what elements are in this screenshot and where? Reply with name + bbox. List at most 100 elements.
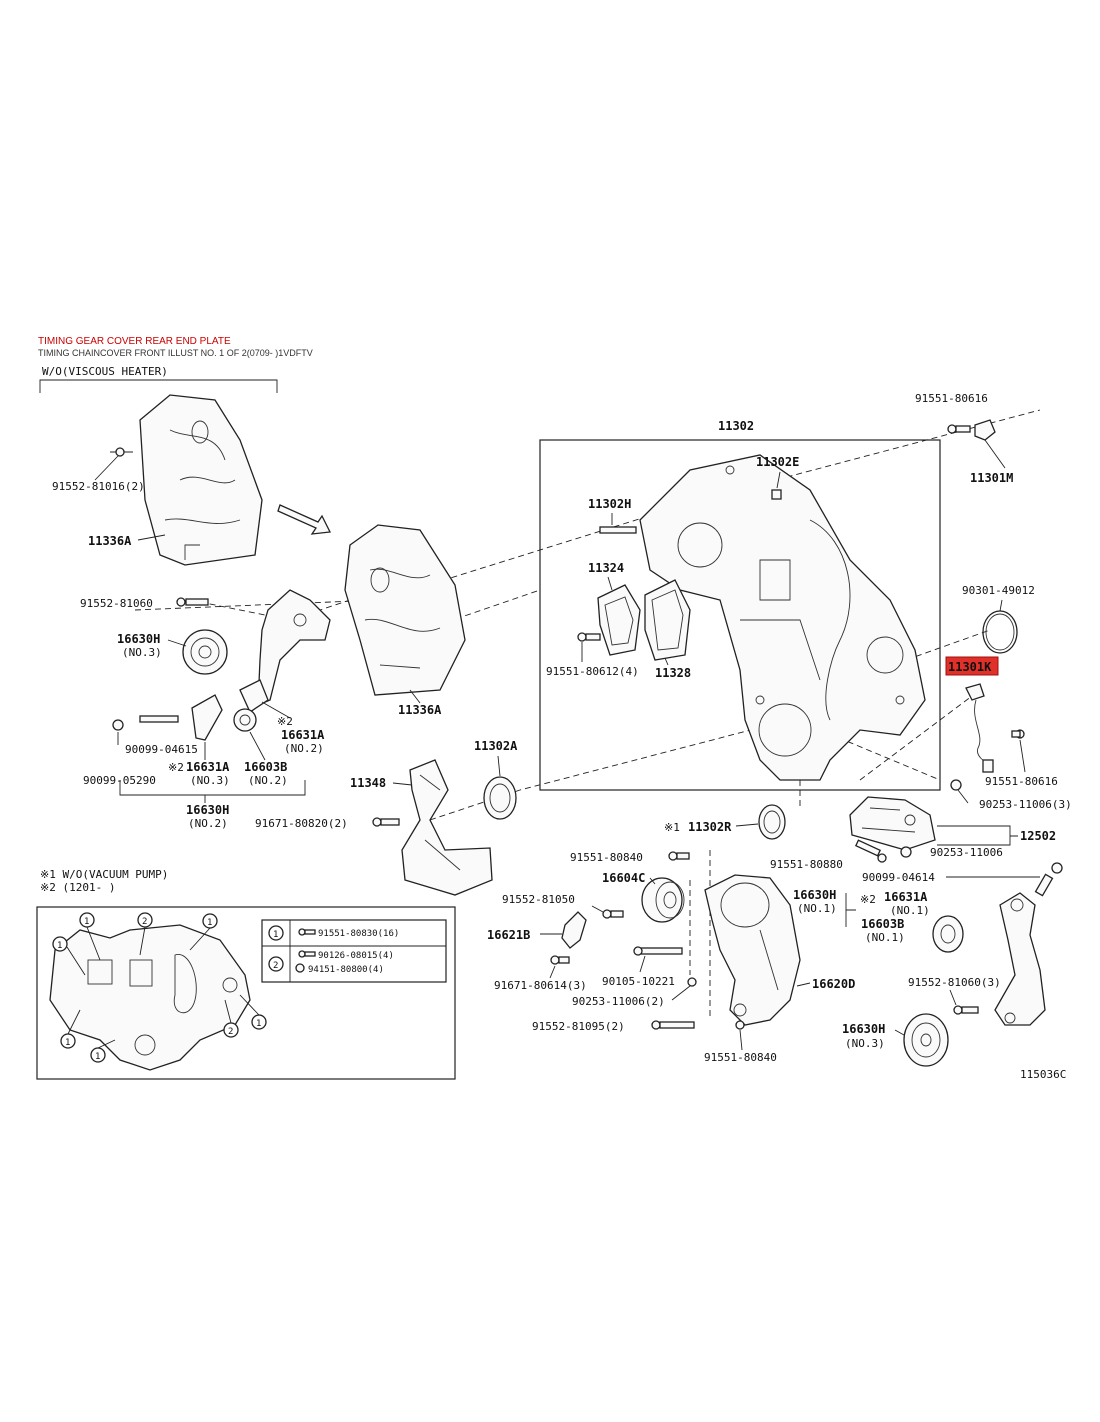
leader [776, 471, 781, 489]
sensor-11301M [974, 419, 996, 441]
leader [591, 905, 604, 913]
part-16620D: 16620D [812, 977, 855, 991]
figure-id: 115036C [1020, 1068, 1066, 1081]
part-11302E: 11302E [756, 455, 799, 469]
part-11302R: 11302R [688, 820, 732, 834]
gasket-icon [950, 779, 962, 791]
part-11302H: 11302H [588, 497, 631, 511]
part-16603B-right: 16603B [861, 917, 904, 931]
part-11301K-highlighted[interactable]: 11301K [948, 660, 992, 674]
bolt-icon [602, 909, 624, 919]
legend-row2-part-a: 90126-08015(4) [318, 951, 394, 961]
part-16631A-left-sub: (NO.2) [284, 742, 324, 755]
bolt-icon [115, 447, 125, 457]
leader [607, 576, 613, 591]
cover-plate-11328 [644, 579, 691, 661]
part-11302A: 11302A [474, 739, 518, 753]
leader [497, 755, 501, 777]
part-91671-80820: 91671-80820(2) [255, 817, 348, 830]
part-11301M: 11301M [970, 471, 1013, 485]
part-91552-81050: 91552-81050 [502, 893, 575, 906]
inset-callouts: 1 2 1 1 1 1 2 1 [52, 912, 267, 1063]
part-16603B-right-sub: (NO.1) [865, 931, 905, 944]
part-91551-80616-right: 91551-80616 [985, 775, 1058, 788]
part-16631A-right: 16631A [884, 890, 928, 904]
bolt-icon [668, 851, 690, 861]
part-11328: 11328 [655, 666, 691, 680]
leader [999, 599, 1003, 612]
part-91552-81060-right: 91552-81060(3) [908, 976, 1001, 989]
part-16630H-right-sub: (NO.1) [797, 902, 837, 915]
callout-1: 1 [207, 918, 212, 928]
leader [957, 789, 969, 804]
washer-icon [295, 963, 305, 973]
part-91552-81095: 91552-81095(2) [532, 1020, 625, 1033]
part-11348: 11348 [350, 776, 386, 790]
leader [137, 534, 166, 541]
mark-note2-bottom: ※2 [168, 761, 184, 774]
timing-cover-plate-11348 [401, 759, 493, 896]
leader [261, 701, 291, 719]
part-16630H-bottom-sub: (NO.2) [188, 817, 228, 830]
variant-label: W/O(VISCOUS HEATER) [42, 365, 168, 378]
bracket-12502 [849, 796, 936, 851]
gasket-icon [900, 846, 912, 858]
tensioner-arm-16631A [994, 892, 1046, 1026]
part-16630H-left-sub: (NO.3) [122, 646, 162, 659]
leader [549, 965, 556, 979]
leader [167, 639, 187, 647]
part-90099-04615: 90099-04615 [125, 743, 198, 756]
part-91551-80880: 91551-80880 [770, 858, 843, 871]
tensioner-bracket-left [239, 589, 331, 713]
legend-row2-number: 2 [273, 961, 278, 971]
callout-1: 1 [84, 917, 89, 927]
bolt-icon [298, 950, 316, 958]
pulley-16604C [641, 877, 685, 923]
leader [409, 689, 421, 704]
part-91552-81016: 91552-81016(2) [52, 480, 145, 493]
part-16630H-bottom-right: 16630H [842, 1022, 885, 1036]
bolt-icon [1011, 729, 1025, 739]
part-16604C: 16604C [602, 871, 645, 885]
bolt-icon [577, 632, 601, 642]
legend-row1-part: 91551-80830(16) [318, 929, 399, 939]
part-11324: 11324 [588, 561, 624, 575]
stud-icon [599, 526, 637, 534]
plug-icon [771, 489, 782, 500]
note-2: ※2 (1201- ) [40, 881, 115, 894]
part-90253-11006-3: 90253-11006(3) [979, 798, 1072, 811]
direction-arrow-icon [277, 504, 331, 535]
callout-1: 1 [95, 1052, 100, 1062]
callout-1: 1 [65, 1038, 70, 1048]
bolt-icon [550, 955, 570, 965]
part-90253-11006-2: 90253-11006(2) [572, 995, 665, 1008]
highlight-box-11301K [945, 656, 999, 676]
leader [392, 782, 413, 786]
part-16631A-left: 16631A [281, 728, 325, 742]
leader [1019, 739, 1026, 773]
leader [639, 955, 646, 973]
bolt-icon [298, 928, 316, 936]
bolt-long-icon [633, 946, 683, 956]
crank-position-sensor-11301K [965, 683, 994, 773]
part-11302: 11302 [718, 419, 754, 433]
leader [649, 877, 656, 885]
timing-cover-rear-center [344, 524, 466, 696]
legend-row2-part-b: 94151-80800(4) [308, 965, 384, 975]
bolt-icon [372, 817, 400, 827]
part-90099-05290: 90099-05290 [83, 774, 156, 787]
inset-cover-outline [49, 924, 251, 1071]
idler-pulley-16630H [903, 1013, 949, 1067]
bolt-icon [176, 597, 209, 607]
part-91551-80840-bottom: 91551-80840 [704, 1051, 777, 1064]
leader [664, 657, 669, 666]
part-12502: 12502 [1020, 829, 1056, 843]
leader [984, 439, 1006, 469]
part-90099-04614: 90099-04614 [862, 871, 935, 884]
gasket-11324 [597, 584, 641, 656]
leader [796, 982, 811, 987]
part-91671-80614: 91671-80614(3) [494, 979, 587, 992]
group-bracket [119, 780, 306, 803]
mark-note2-right: ※2 [860, 893, 876, 906]
